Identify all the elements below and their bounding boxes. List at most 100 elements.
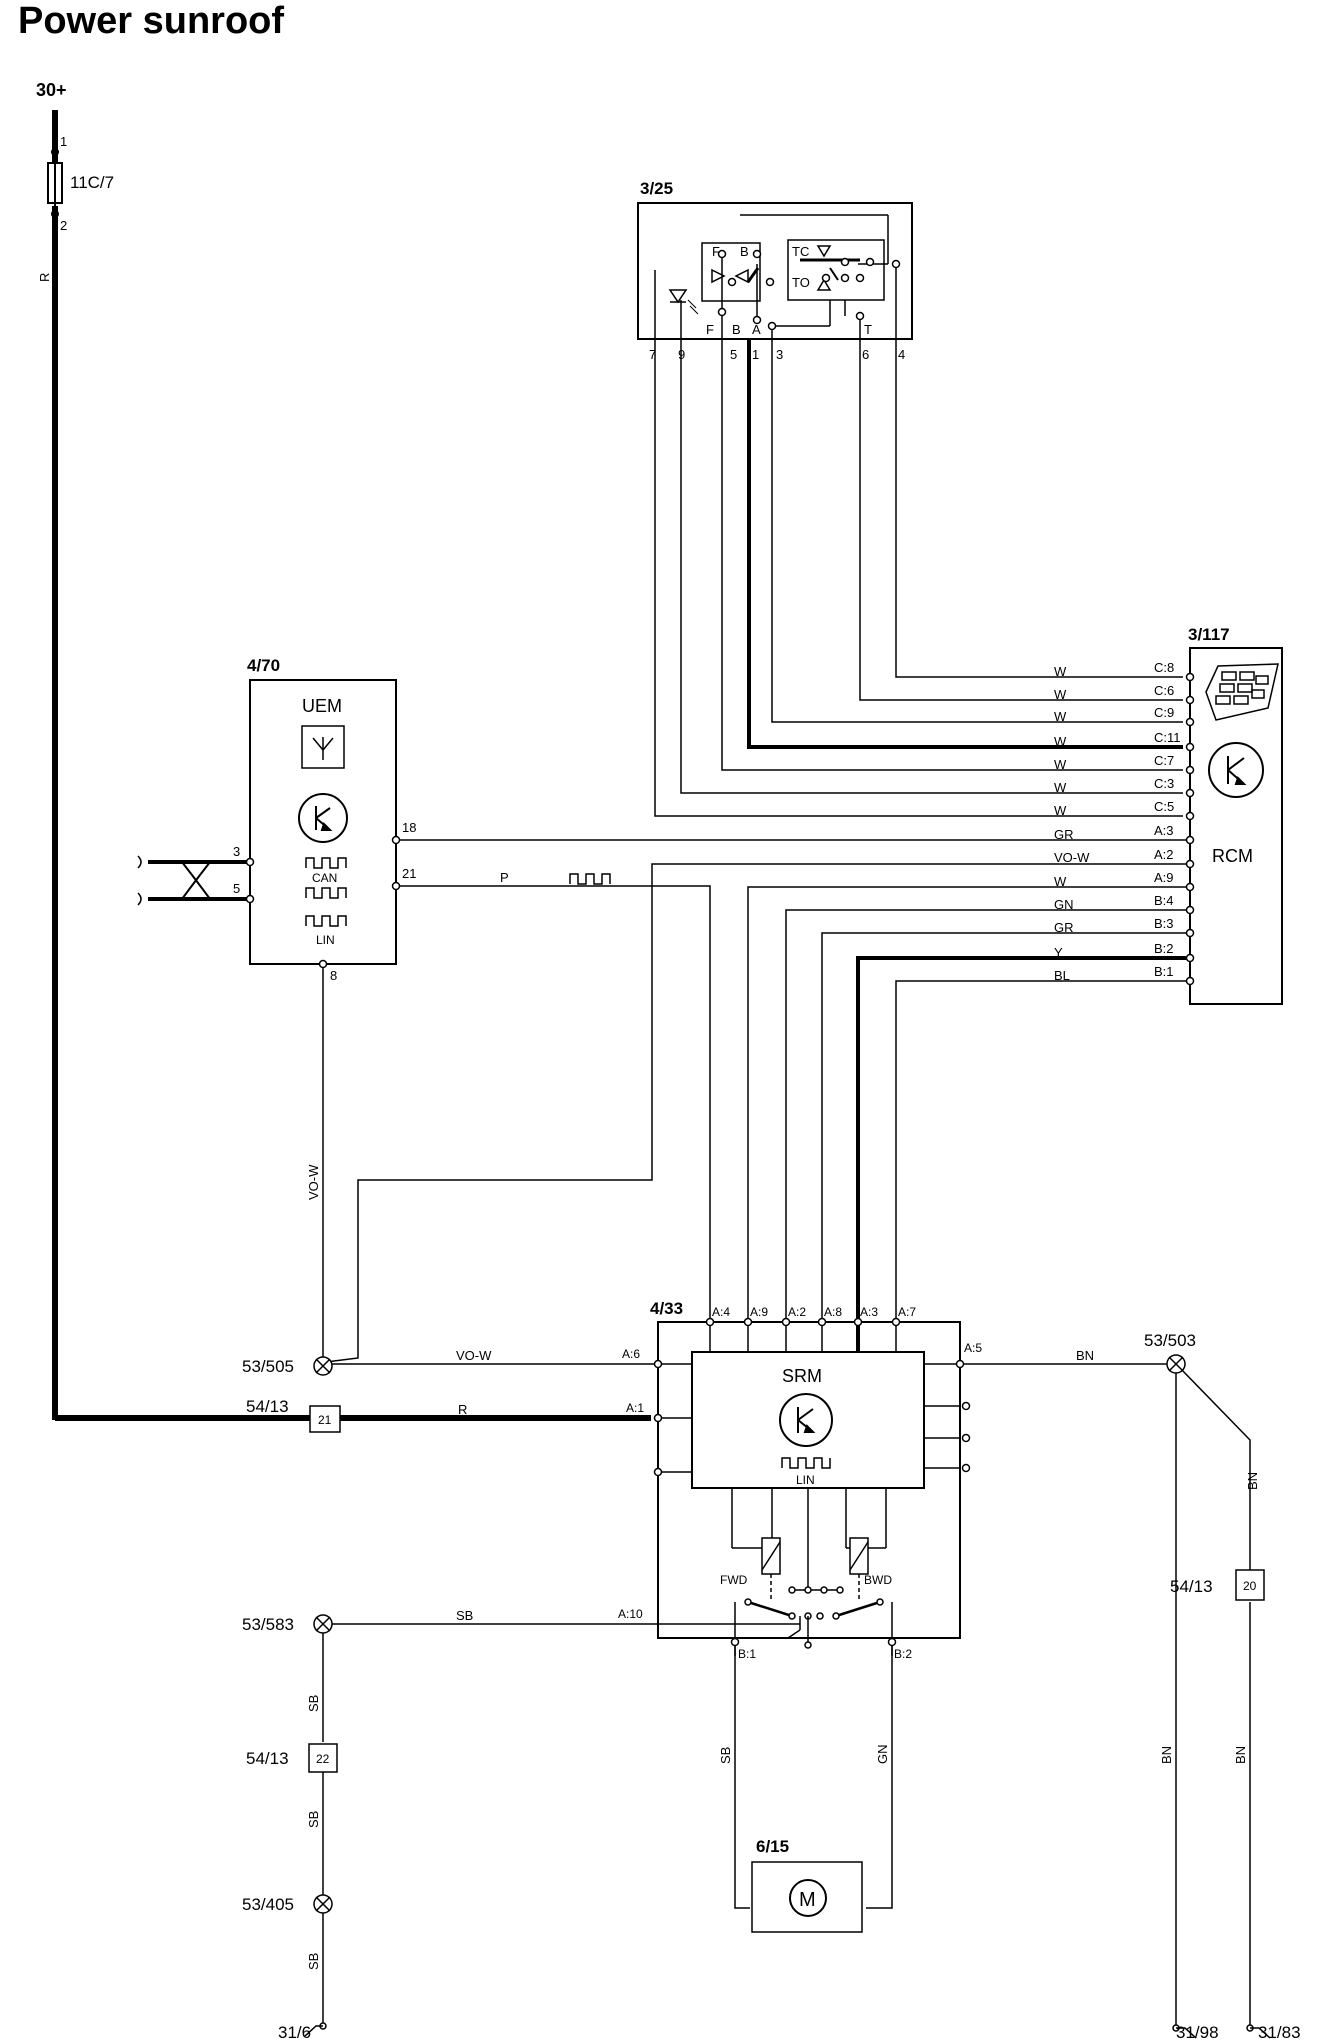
wire-gn-motor: GN [875, 1745, 890, 1765]
ground-label-31-83: 31/83 [1258, 2023, 1301, 2040]
connector-label-54-13: 54/13 [246, 1749, 289, 1768]
rcm-wire-color: VO-W [1054, 850, 1090, 865]
rcm-wire-color: W [1054, 803, 1067, 818]
wire-sb-3: SB [306, 1953, 321, 1970]
uem-pin-3: 3 [233, 844, 240, 859]
srm-top-pin: A:4 [712, 1305, 730, 1319]
switch-pin-1: 1 [752, 347, 759, 362]
ground-31-83 [1246, 2024, 1271, 2039]
rcm-pin: B:4 [1154, 893, 1174, 908]
wire-sb-1: SB [306, 1695, 321, 1712]
uem-4-70 [137, 679, 401, 969]
rcm-wire-color: Y [1054, 945, 1063, 960]
srm-name: SRM [782, 1366, 822, 1386]
switch-label-b: B [740, 244, 749, 259]
switch-label-lower-b: B [732, 322, 741, 337]
switch-pin-7: 7 [649, 347, 656, 362]
switch-label-f: F [712, 244, 720, 259]
rcm-wire-color: GN [1054, 897, 1074, 912]
rcm-pin: C:8 [1154, 660, 1174, 675]
fuse-pin-out: 2 [60, 218, 67, 233]
uem-can-label: CAN [312, 871, 337, 885]
wire-bn-left: BN [1159, 1746, 1174, 1764]
ground-31-6 [304, 2022, 327, 2037]
switch-pin-4: 4 [898, 347, 905, 362]
srm-pin-a10: A:10 [618, 1607, 643, 1621]
uem-lin-label: LIN [316, 933, 335, 947]
connector-label-54-13: 54/13 [246, 1397, 289, 1416]
uem-id: 4/70 [247, 656, 280, 675]
switch-pin-5: 5 [730, 347, 737, 362]
splice-53-405 [313, 1894, 333, 1914]
connector-pin-20: 20 [1243, 1579, 1257, 1593]
srm-fwd-label: FWD [720, 1573, 748, 1587]
fuse-label: 11C/7 [70, 173, 114, 192]
switch-id: 3/25 [640, 179, 673, 198]
srm-bwd-label: BWD [864, 1573, 892, 1587]
wire-sb-2: SB [306, 1811, 321, 1828]
rcm-wire-color: W [1054, 734, 1067, 749]
switch-pin-6: 6 [862, 347, 869, 362]
rcm-wire-color: W [1054, 757, 1067, 772]
switch-label-tc: TC [792, 244, 809, 259]
keypad-icon [1205, 663, 1279, 721]
splice-label-53-583: 53/583 [242, 1615, 294, 1634]
splice-label-53-503: 53/503 [1144, 1331, 1196, 1350]
srm-4-33 [653, 1317, 971, 1656]
rcm-wire-color: W [1054, 874, 1067, 889]
switch-label-lower-a: A [752, 322, 761, 337]
switch-to-rcm-wires [654, 268, 1183, 817]
motor-6-15 [751, 1861, 863, 1933]
wire-vo-w-a6: VO-W [456, 1348, 492, 1363]
rcm-pin: A:9 [1154, 870, 1174, 885]
rcm-pin: B:1 [1154, 964, 1174, 979]
supply-label: 30+ [36, 80, 67, 100]
connector-label-54-13: 54/13 [1170, 1577, 1213, 1596]
switch-pin-9: 9 [678, 347, 685, 362]
srm-pin-b1: B:1 [738, 1647, 756, 1661]
ground-label-31-98: 31/98 [1176, 2023, 1219, 2040]
ground-31-98 [1172, 2024, 1197, 2039]
wire-r-a1: R [458, 1402, 467, 1417]
fuse-pin-in: 1 [60, 134, 67, 149]
rcm-pin: B:3 [1154, 916, 1174, 931]
wire-vo-w-vertical: VO-W [306, 1164, 321, 1200]
rcm-pin: C:6 [1154, 683, 1174, 698]
rcm-pin: C:7 [1154, 753, 1174, 768]
rcm-3-117 [1185, 647, 1283, 1005]
rcm-wire-color: W [1054, 664, 1067, 679]
connector-54-13-22 [308, 1743, 338, 1773]
supply-wire-color: R [37, 273, 52, 282]
rcm-wire-color: W [1054, 780, 1067, 795]
splice-53-503 [1166, 1354, 1186, 1374]
srm-top-pin: A:9 [750, 1305, 768, 1319]
splice-53-583 [313, 1614, 333, 1634]
srm-pin-a6: A:6 [622, 1347, 640, 1361]
switch-label-lower-t: T [864, 322, 872, 337]
rcm-pin: C:11 [1154, 730, 1181, 745]
rcm-pin: C:3 [1154, 776, 1174, 791]
uem-pin-18: 18 [402, 820, 416, 835]
srm-top-pin: A:8 [824, 1305, 842, 1319]
connector-54-13-21 [309, 1405, 341, 1433]
srm-lin-label: LIN [796, 1473, 815, 1487]
wire-bn-right: BN [1233, 1746, 1248, 1764]
switch-pin-3: 3 [776, 347, 783, 362]
uem-pin-5: 5 [233, 881, 240, 896]
srm-pin-b2: B:2 [894, 1647, 912, 1661]
uem-wire-p: P [500, 870, 509, 885]
motor-symbol: M [799, 1889, 816, 1911]
srm-id: 4/33 [650, 1299, 683, 1318]
page-title: Power sunroof [18, 0, 285, 42]
supply-line [47, 110, 651, 1421]
srm-pin-a5: A:5 [964, 1341, 982, 1355]
rcm-wire-color: BL [1054, 968, 1070, 983]
srm-top-pin: A:2 [788, 1305, 806, 1319]
switch-label-to: TO [792, 275, 810, 290]
rcm-id: 3/117 [1188, 625, 1230, 644]
rcm-wire-color: W [1054, 709, 1067, 724]
rcm-name: RCM [1212, 846, 1253, 866]
connector-pin-21: 21 [318, 1413, 332, 1427]
